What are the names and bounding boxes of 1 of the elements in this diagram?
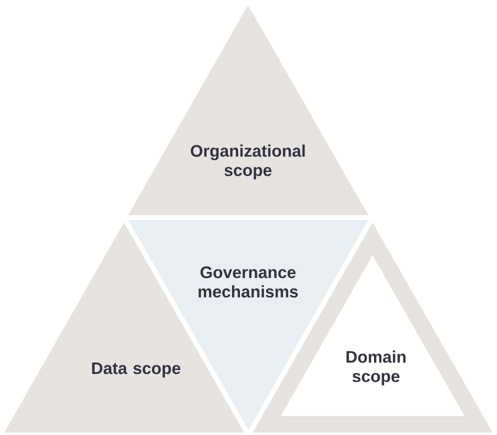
triangle: Organizational scope	[128, 5, 368, 215]
